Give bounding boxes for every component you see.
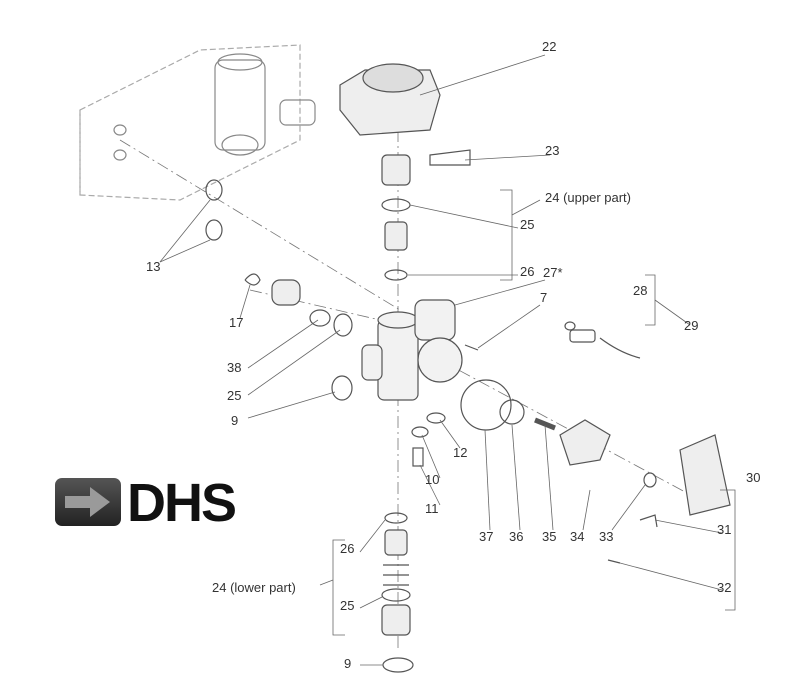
- ghost-valve-body: [113, 53, 316, 161]
- label-27: 27*: [543, 265, 563, 280]
- label-9-lower: 9: [344, 656, 352, 671]
- label-30: 30: [746, 470, 761, 485]
- label-12: 12: [453, 445, 468, 460]
- part-25-oring-upper: [381, 198, 411, 212]
- dhs-logo: DHS: [55, 473, 290, 533]
- part-piston-upper: [384, 221, 408, 251]
- label-28: 28: [633, 283, 648, 298]
- part-29-cable: [599, 337, 641, 359]
- part-24-lower: [381, 604, 411, 636]
- label-25-left: 25: [227, 388, 242, 403]
- label-38: 38: [227, 360, 242, 375]
- label-29: 29: [684, 318, 699, 333]
- label-24-upper: 24 (upper part): [545, 190, 631, 205]
- part-28-sensor: [569, 329, 596, 343]
- label-22: 22: [542, 39, 557, 54]
- part-34-cover: [559, 419, 611, 466]
- part-32-screw: [607, 559, 621, 564]
- part-31-clip: [639, 514, 658, 528]
- part-12-oring: [426, 412, 446, 424]
- label-10: 10: [425, 472, 440, 487]
- part-35-spring: [534, 417, 556, 431]
- label-9-left: 9: [231, 413, 239, 428]
- part-33-nut: [643, 472, 657, 488]
- label-33: 33: [599, 529, 614, 544]
- part-17-clip: [244, 273, 261, 286]
- label-36: 36: [509, 529, 524, 544]
- label-37: 37: [479, 529, 494, 544]
- part-38-nut: [271, 279, 301, 306]
- main-valve-body: [361, 299, 463, 401]
- label-35: 35: [542, 529, 557, 544]
- part-9-oring-lower: [382, 657, 414, 673]
- label-31: 31: [717, 522, 732, 537]
- part-13-oring-b: [205, 219, 223, 241]
- part-piston-lower: [384, 529, 408, 556]
- label-26-upper: 26: [520, 264, 535, 279]
- label-25-lower: 25: [340, 598, 355, 613]
- part-37-diaphragm: [460, 379, 512, 431]
- label-13: 13: [146, 259, 161, 274]
- label-25-upper: 25: [520, 217, 535, 232]
- part-7-screw: [464, 344, 479, 351]
- leader-lines: [159, 54, 736, 666]
- part-26-oring-lower: [384, 512, 408, 524]
- part-28-oring: [564, 321, 576, 331]
- label-24-lower: 24 (lower part): [212, 580, 296, 595]
- part-25-oring-lower: [381, 588, 411, 602]
- part-10-washer: [411, 426, 429, 438]
- part-26-oring-upper: [384, 269, 408, 281]
- label-32: 32: [717, 580, 732, 595]
- ghost-housing: [79, 44, 301, 201]
- arrow-icon: [55, 478, 121, 526]
- part-11-screw: [412, 447, 424, 467]
- part-36-plate: [499, 399, 525, 425]
- part-13-oring-a: [205, 179, 223, 201]
- part-22-cover: [339, 63, 441, 136]
- label-17: 17: [229, 315, 244, 330]
- part-23-clip: [429, 149, 471, 166]
- label-23: 23: [545, 143, 560, 158]
- part-25-insert: [309, 309, 331, 327]
- label-26-lower: 26: [340, 541, 355, 556]
- logo-text: DHS: [127, 473, 237, 533]
- label-11: 11: [425, 501, 439, 516]
- label-34: 34: [570, 529, 585, 544]
- part-spring-lower: [383, 564, 409, 586]
- label-7: 7: [540, 290, 548, 305]
- part-30-actuator: [679, 434, 731, 516]
- part-24-upper: [381, 154, 411, 186]
- part-25-oring-left: [333, 313, 353, 337]
- part-9-oring-left: [331, 375, 353, 401]
